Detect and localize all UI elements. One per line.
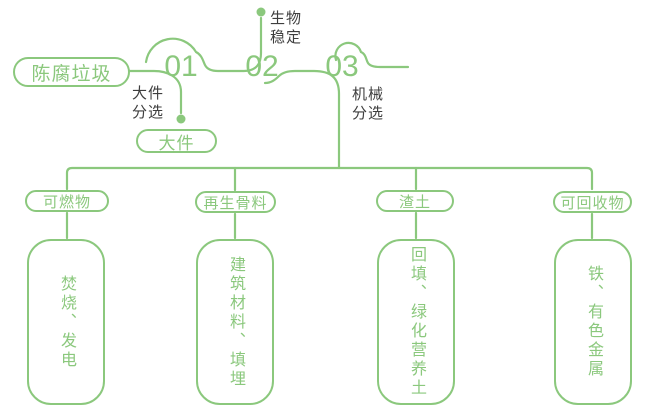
category-recyclables: 可回收物 xyxy=(553,191,632,213)
arc-01-to-02 xyxy=(144,16,263,73)
category-residue-soil: 渣土 xyxy=(376,190,454,212)
step-number-02: 02 xyxy=(245,50,279,83)
large-item-node: 大件 xyxy=(136,129,217,153)
output-building-materials-landfill: 建筑材料、填埋 xyxy=(196,239,274,405)
dot-large-item xyxy=(176,114,186,124)
step-number-01: 01 xyxy=(164,50,198,83)
output-iron-nonferrous-metal: 铁、有色金属 xyxy=(554,239,632,405)
step-label-bulky-sorting: 大件 分选 xyxy=(132,85,165,121)
output-incineration-power: 焚烧、发电 xyxy=(27,239,105,405)
output-text: 焚烧、发电 xyxy=(58,274,75,370)
step-label-mechanical-sorting: 机械 分选 xyxy=(352,86,385,122)
step-label-bio-stabilization: 生物 稳定 xyxy=(270,10,303,46)
step-number-03: 03 xyxy=(325,50,359,83)
line-02-to-branch xyxy=(263,69,341,170)
source-node: 陈腐垃圾 xyxy=(13,57,130,87)
line-source-to-01 xyxy=(128,69,183,115)
category-combustibles: 可燃物 xyxy=(25,190,109,212)
dot-bio-stable xyxy=(256,7,266,17)
category-recycled-aggregate: 再生骨料 xyxy=(195,191,276,213)
output-text: 铁、有色金属 xyxy=(585,265,602,379)
output-text: 回填、绿化营养土 xyxy=(408,246,425,398)
output-backfill-greening-soil: 回填、绿化营养土 xyxy=(377,239,455,405)
output-text: 建筑材料、填埋 xyxy=(227,255,244,389)
arc-03-tail xyxy=(334,41,410,69)
branch-bus xyxy=(65,166,594,191)
